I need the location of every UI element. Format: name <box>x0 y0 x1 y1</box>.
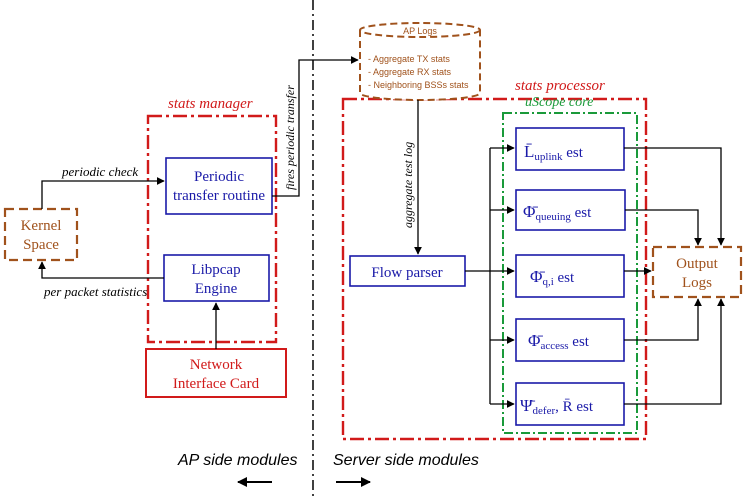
uplink-estimator-box: L̄uplink est <box>515 127 625 171</box>
kernel-space-label: Space <box>23 237 59 253</box>
per-packet-statistics-arrow <box>38 261 164 279</box>
nic-label: Network <box>190 357 243 373</box>
ap-logs-database: AP Logs - Aggregate TX stats - Aggregate… <box>359 22 481 101</box>
per-packet-statistics-label: per packet statistics <box>43 284 147 299</box>
libpcap-engine-box <box>163 254 270 302</box>
ap-logs-item: - Aggregate RX stats <box>368 67 452 77</box>
queuing-subscript: queuing <box>535 211 571 223</box>
access-symbol: Φ̄ <box>528 331 543 350</box>
periodic-transfer-label: transfer routine <box>173 188 265 204</box>
svg-text:Φ̄queuing est: Φ̄queuing est <box>523 202 592 223</box>
ap-side-modules-label: AP side modules <box>177 452 297 469</box>
uscope-core-region <box>502 112 638 434</box>
stats-manager-label: stats manager <box>168 96 253 112</box>
nic-label: Interface Card <box>173 376 260 392</box>
uscope-core-label: uScope core <box>525 95 593 110</box>
qi-symbol: Φ̄ <box>530 267 545 286</box>
stats-manager-region <box>146 114 278 344</box>
svg-text:L̄uplink est: L̄uplink est <box>524 142 584 163</box>
output-logs-label: Output <box>676 256 719 272</box>
output-logs-box <box>651 245 743 299</box>
periodic-check-arrow <box>41 177 165 209</box>
queuing-estimator-box: Φ̄queuing est <box>515 189 626 231</box>
output-logs-label: Logs <box>682 275 712 291</box>
queuing-suffix: est <box>571 205 592 221</box>
defer-symbol: Ψ̄ <box>520 396 536 415</box>
server-side-modules-label: Server side modules <box>333 452 479 469</box>
flow-parser-label: Flow parser <box>371 265 442 281</box>
periodic-transfer-label: Periodic <box>194 169 244 185</box>
access-to-output-arrow <box>624 298 702 341</box>
svg-text:Ψ̄defer, R̄ est: Ψ̄defer, R̄ est <box>520 396 594 417</box>
uplink-suffix: est <box>563 145 584 161</box>
uplink-subscript: uplink <box>534 151 563 163</box>
ap-logs-item: - Neighboring BSSs stats <box>368 80 469 90</box>
access-suffix: est <box>569 334 590 350</box>
qi-suffix: est <box>554 270 575 286</box>
qi-subscript: q,i <box>542 276 553 288</box>
defer-subscript: defer <box>533 405 556 417</box>
queuing-symbol: Φ̄ <box>523 202 538 221</box>
stats-processor-region <box>341 97 648 441</box>
libpcap-engine-label: Libpcap <box>191 262 240 278</box>
kernel-space-label: Kernel <box>21 218 62 234</box>
aggregate-test-log-label: aggregate test log <box>401 142 415 228</box>
uplink-to-output-arrow <box>624 147 725 246</box>
defer-to-output-arrow <box>624 298 725 405</box>
access-estimator-box: Φ̄access est <box>515 318 625 362</box>
fires-periodic-transfer-label: fires periodic transfer <box>283 85 297 190</box>
flow-parser-box <box>349 255 466 287</box>
qi-estimator-box: Φ̄q,i est <box>515 254 625 298</box>
kernel-space-box <box>3 207 79 262</box>
defer-estimator-box: Ψ̄defer, R̄ est <box>515 382 625 426</box>
svg-text:Φ̄q,i est: Φ̄q,i est <box>530 267 575 288</box>
svg-text:Φ̄access est: Φ̄access est <box>528 331 590 352</box>
periodic-transfer-box <box>165 157 273 215</box>
stats-processor-label: stats processor <box>515 78 605 94</box>
ap-logs-item: - Aggregate TX stats <box>368 54 450 64</box>
libpcap-engine-label: Engine <box>195 281 238 297</box>
queuing-to-output-arrow <box>625 209 702 246</box>
defer-suffix: , R̄ est <box>555 399 594 415</box>
fires-periodic-transfer-arrow <box>272 56 359 197</box>
uplink-symbol: L̄ <box>524 142 534 161</box>
ap-logs-title: AP Logs <box>403 26 437 36</box>
access-subscript: access <box>540 340 568 352</box>
periodic-check-label: periodic check <box>61 164 138 179</box>
